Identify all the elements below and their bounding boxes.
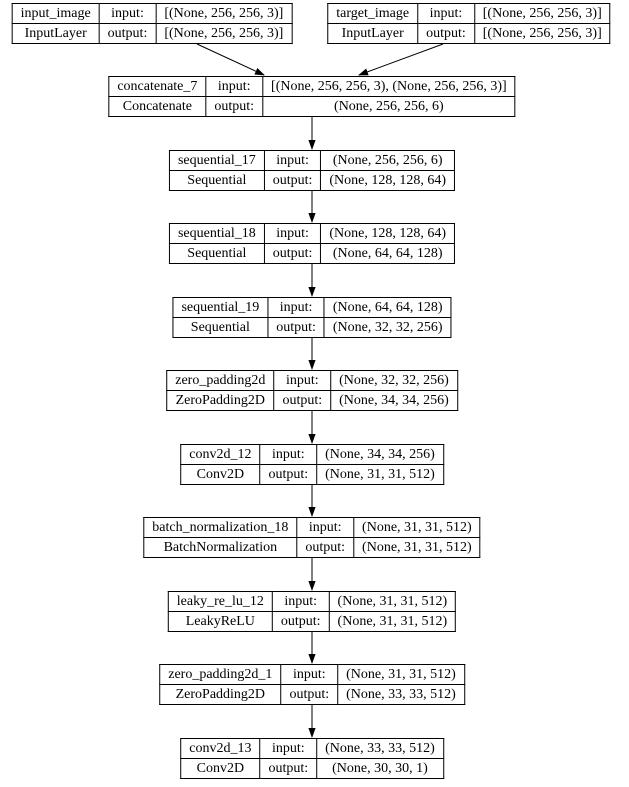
layer-node-batch_normalization_18: batch_normalization_18 input: (None, 31,… — [143, 517, 481, 558]
output-label: output: — [98, 23, 157, 44]
input-label: input: — [263, 223, 322, 244]
output-label: output: — [296, 537, 355, 558]
layer-name: sequential_18 — [168, 223, 265, 244]
output-label: output: — [205, 96, 264, 117]
layer-type: InputLayer — [327, 23, 419, 44]
output-shape: (None, 34, 34, 256) — [330, 390, 458, 411]
output-shape: (None, 32, 32, 256) — [323, 317, 452, 338]
input-label: input: — [273, 370, 332, 391]
layer-type: Conv2D — [180, 464, 261, 485]
input-shape: (None, 31, 31, 512) — [353, 517, 481, 538]
input-shape: [(None, 256, 256, 3)] — [155, 3, 293, 24]
layer-type: Conv2D — [180, 758, 261, 779]
output-shape: (None, 31, 31, 512) — [316, 464, 444, 485]
input-shape: (None, 256, 256, 6) — [320, 150, 456, 171]
input-shape: (None, 64, 64, 128) — [323, 297, 452, 318]
input-label: input: — [263, 150, 322, 171]
input-label: input: — [259, 738, 318, 759]
layer-name: concatenate_7 — [108, 76, 207, 97]
output-label: output: — [263, 243, 322, 264]
input-label: input: — [417, 3, 475, 24]
layer-type: Concatenate — [108, 96, 207, 117]
input-label: input: — [296, 517, 355, 538]
layer-node-conv2d_12: conv2d_12 input: (None, 34, 34, 256) Con… — [180, 444, 444, 485]
layer-name: zero_padding2d_1 — [159, 664, 282, 685]
layer-type: LeakyReLU — [167, 611, 273, 632]
input-shape: (None, 32, 32, 256) — [330, 370, 458, 391]
output-label: output: — [273, 390, 332, 411]
layer-node-sequential_19: sequential_19 input: (None, 64, 64, 128)… — [172, 297, 452, 338]
layer-type: ZeroPadding2D — [166, 390, 275, 411]
output-shape: (None, 64, 64, 128) — [320, 243, 456, 264]
layer-name: conv2d_12 — [180, 444, 261, 465]
output-shape: (None, 33, 33, 512) — [337, 684, 465, 705]
layer-node-conv2d_13: conv2d_13 input: (None, 33, 33, 512) Con… — [180, 738, 444, 779]
output-label: output: — [259, 758, 318, 779]
output-shape: [(None, 256, 256, 3)] — [155, 23, 293, 44]
input-label: input: — [271, 591, 330, 612]
layer-node-zero_padding2d: zero_padding2d input: (None, 32, 32, 256… — [166, 370, 458, 411]
input-shape: (None, 33, 33, 512) — [316, 738, 444, 759]
layer-node-target_image: target_image input: [(None, 256, 256, 3)… — [327, 3, 611, 44]
output-label: output: — [280, 684, 339, 705]
output-shape: (None, 31, 31, 512) — [328, 611, 457, 632]
layer-type: Sequential — [168, 170, 265, 191]
input-label: input: — [205, 76, 264, 97]
output-shape: [(None, 256, 256, 3)] — [473, 23, 611, 44]
layer-name: zero_padding2d — [166, 370, 275, 391]
layer-name: leaky_re_lu_12 — [167, 591, 273, 612]
layer-type: Sequential — [168, 243, 265, 264]
input-shape: (None, 31, 31, 512) — [337, 664, 465, 685]
layer-node-sequential_17: sequential_17 input: (None, 256, 256, 6)… — [168, 150, 456, 191]
input-shape: (None, 128, 128, 64) — [320, 223, 456, 244]
layer-node-zero_padding2d_1: zero_padding2d_1 input: (None, 31, 31, 5… — [159, 664, 465, 705]
output-shape: (None, 31, 31, 512) — [353, 537, 481, 558]
output-label: output: — [271, 611, 330, 632]
output-label: output: — [417, 23, 475, 44]
output-shape: (None, 30, 30, 1) — [316, 758, 444, 779]
input-shape: [(None, 256, 256, 3)] — [473, 3, 611, 24]
layer-node-input_image: input_image input: [(None, 256, 256, 3)]… — [11, 3, 293, 44]
output-label: output: — [263, 170, 322, 191]
layer-node-concatenate_7: concatenate_7 input: [(None, 256, 256, 3… — [108, 76, 516, 117]
input-label: input: — [259, 444, 318, 465]
layer-node-leaky_re_lu_12: leaky_re_lu_12 input: (None, 31, 31, 512… — [167, 591, 457, 632]
input-label: input: — [267, 297, 325, 318]
layer-type: InputLayer — [11, 23, 100, 44]
output-shape: (None, 128, 128, 64) — [320, 170, 456, 191]
layer-name: input_image — [11, 3, 100, 24]
output-shape: (None, 256, 256, 6) — [262, 96, 516, 117]
layer-node-sequential_18: sequential_18 input: (None, 128, 128, 64… — [168, 223, 456, 264]
layer-type: BatchNormalization — [143, 537, 298, 558]
input-shape: (None, 31, 31, 512) — [328, 591, 457, 612]
edge-arrow — [196, 43, 265, 76]
input-shape: [(None, 256, 256, 3), (None, 256, 256, 3… — [262, 76, 516, 97]
input-label: input: — [280, 664, 339, 685]
layer-name: sequential_19 — [172, 297, 269, 318]
input-label: input: — [98, 3, 157, 24]
layer-name: batch_normalization_18 — [143, 517, 298, 538]
layer-name: conv2d_13 — [180, 738, 261, 759]
input-shape: (None, 34, 34, 256) — [316, 444, 444, 465]
layer-name: sequential_17 — [168, 150, 265, 171]
edge-arrow — [358, 43, 444, 76]
output-label: output: — [267, 317, 325, 338]
layer-type: Sequential — [172, 317, 269, 338]
layer-name: target_image — [327, 3, 419, 24]
layer-type: ZeroPadding2D — [159, 684, 282, 705]
output-label: output: — [259, 464, 318, 485]
